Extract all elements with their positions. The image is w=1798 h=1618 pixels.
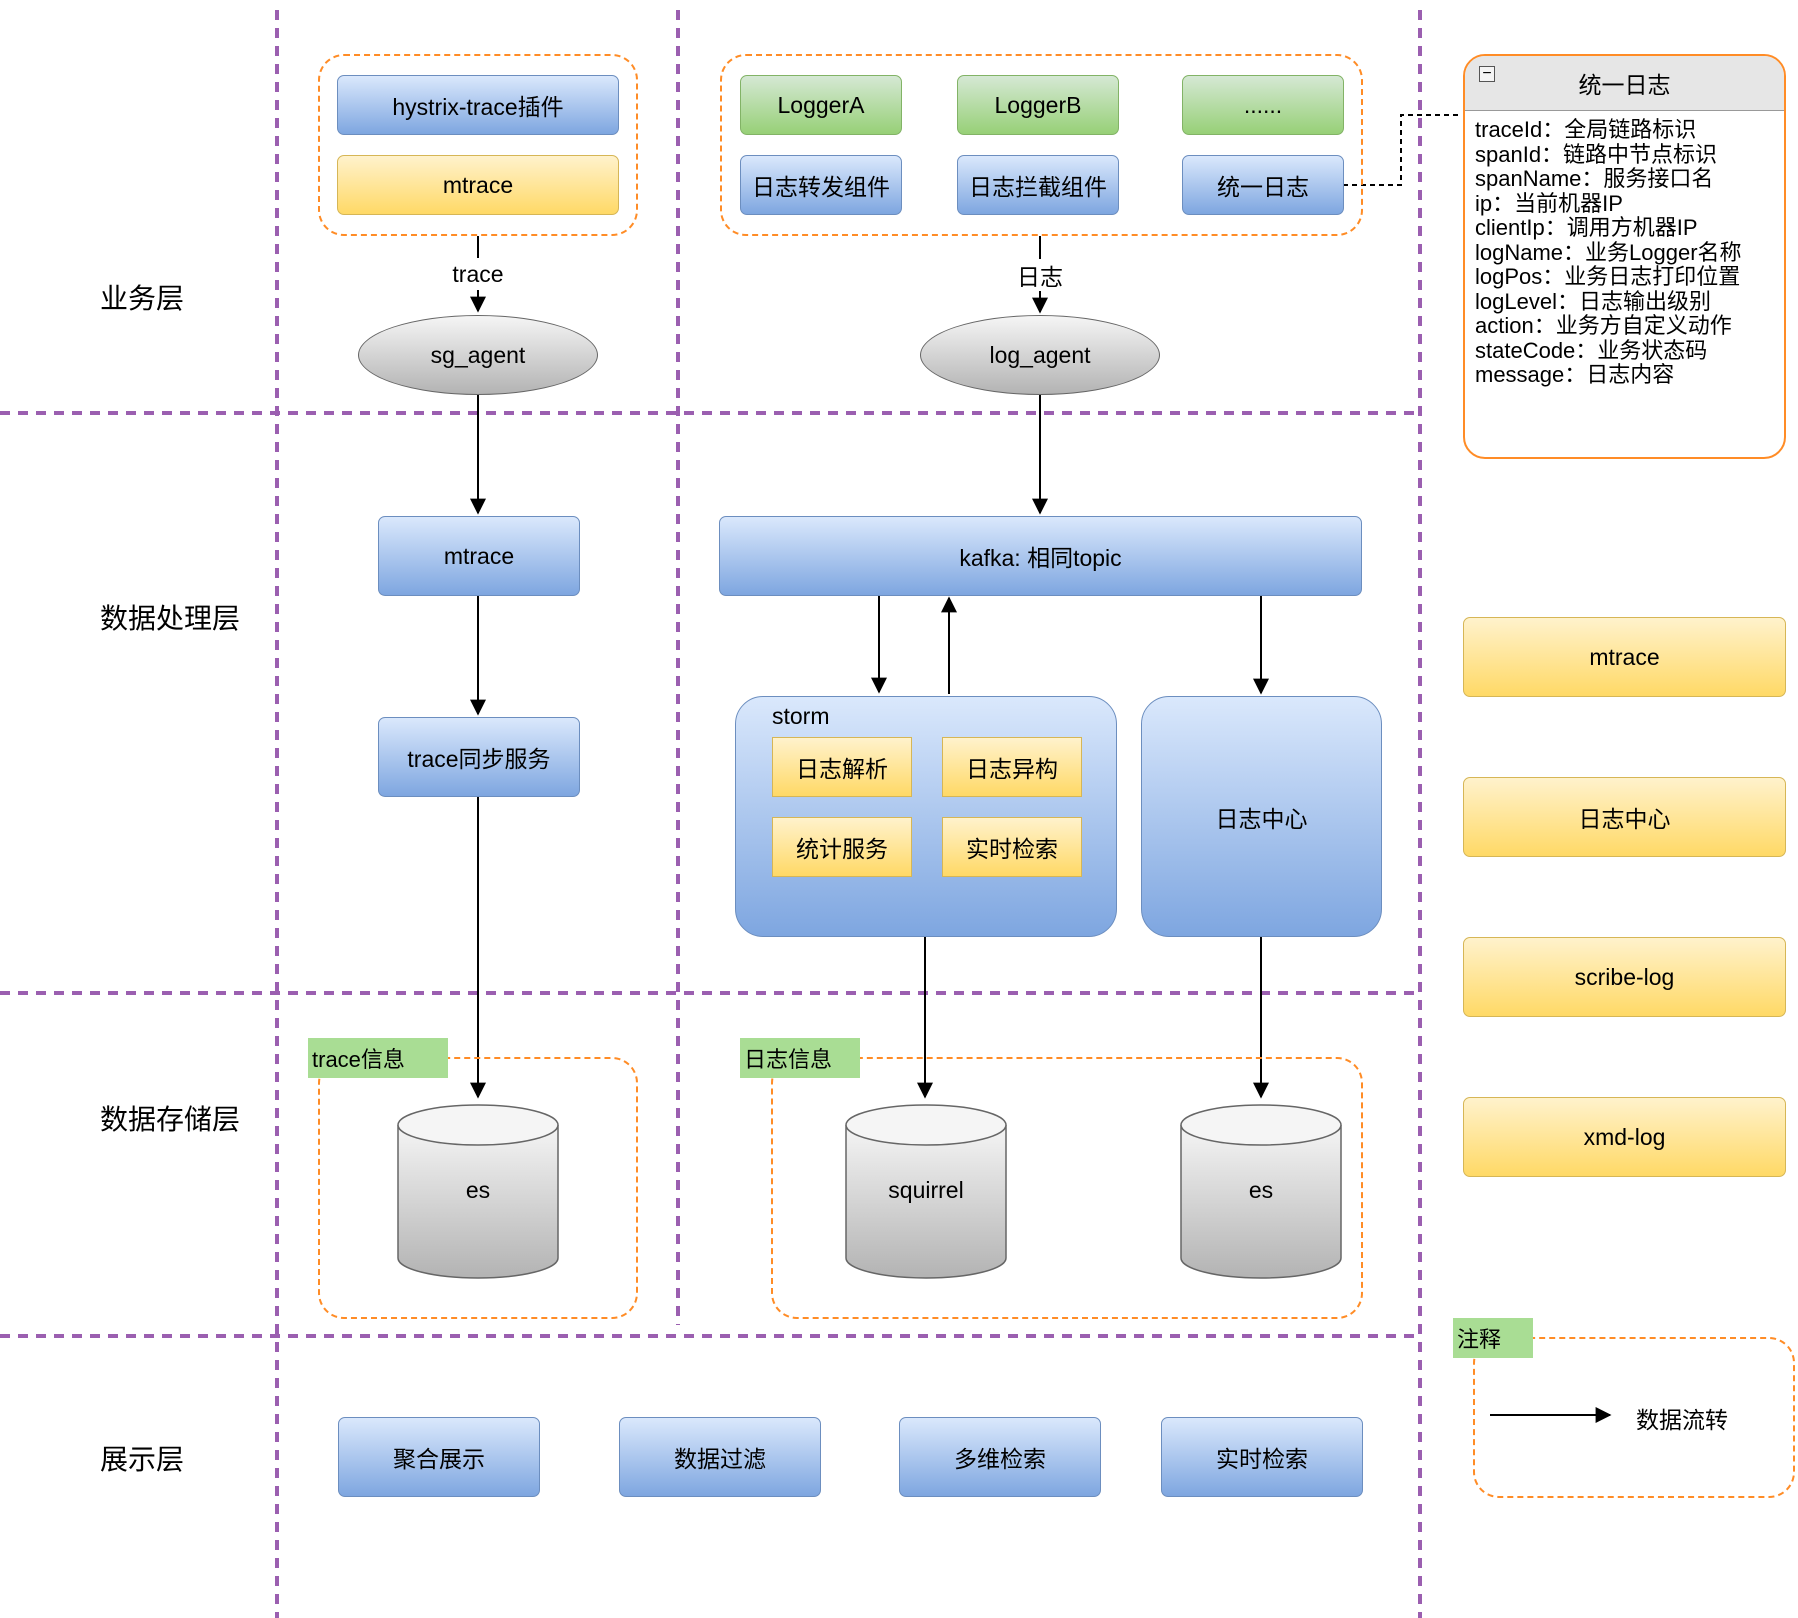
- unified-log-panel-title: 统一日志: [1578, 72, 1671, 98]
- note-arrow-label: 数据流转: [1636, 1407, 1728, 1433]
- edge-log-label: 日志: [1010, 260, 1070, 290]
- mtrace-node[interactable]: mtrace: [378, 516, 580, 596]
- legend-scribe-log[interactable]: scribe-log: [1463, 937, 1786, 1017]
- unified-log-panel[interactable]: 统一日志 − traceId：全局链路标识 spanId：链路中节点标识 spa…: [1463, 54, 1786, 459]
- log-center-node[interactable]: 日志中心: [1141, 696, 1382, 937]
- layer-label-display: 展示层: [100, 1444, 185, 1475]
- cylinder-squirrel: [845, 1104, 1007, 1279]
- cylinder-es-log: [1180, 1104, 1342, 1279]
- field-logname: logName：业务Logger名称: [1475, 239, 1742, 265]
- field-action: action：业务方自定义动作: [1475, 313, 1732, 338]
- hystrix-trace-node[interactable]: hystrix-trace插件: [337, 75, 619, 135]
- logger-b-node[interactable]: LoggerB: [957, 75, 1119, 135]
- storm-item-stats[interactable]: 统计服务: [772, 817, 912, 877]
- field-spanid: spanId：链路中节点标识: [1475, 141, 1718, 167]
- storm-container[interactable]: storm: [735, 696, 1117, 937]
- field-ip: ip：当前机器IP: [1475, 190, 1623, 216]
- squirrel-db[interactable]: squirrel: [888, 1176, 964, 1203]
- display-realtime-search[interactable]: 实时检索: [1161, 1417, 1363, 1497]
- legend-log-center[interactable]: 日志中心: [1463, 777, 1786, 857]
- unified-log-field-list: traceId：全局链路标识 spanId：链路中节点标识 spanName：服…: [1475, 117, 1784, 388]
- field-logpos: logPos：业务日志打印位置: [1475, 264, 1741, 289]
- field-loglevel: logLevel：日志输出级别: [1475, 288, 1711, 314]
- log-info-tag: 日志信息: [740, 1038, 860, 1078]
- storm-item-search[interactable]: 实时检索: [942, 817, 1082, 877]
- sg-agent-node[interactable]: sg_agent: [358, 315, 598, 395]
- logger-group: [720, 54, 1363, 236]
- logger-a-node[interactable]: LoggerA: [740, 75, 902, 135]
- mtrace-client-node[interactable]: mtrace: [337, 155, 619, 215]
- display-filter[interactable]: 数据过滤: [619, 1417, 821, 1497]
- field-clientip: clientIp：调用方机器IP: [1475, 215, 1698, 240]
- field-statecode: stateCode：业务状态码: [1475, 337, 1708, 363]
- collapse-icon[interactable]: −: [1479, 66, 1495, 82]
- trace-info-tag: trace信息: [308, 1038, 448, 1078]
- trace-plugin-group: [318, 54, 638, 236]
- unified-log-node[interactable]: 统一日志: [1182, 155, 1344, 215]
- layer-label-processing: 数据处理层: [100, 603, 241, 634]
- es-log-db[interactable]: es: [1248, 1176, 1274, 1203]
- logger-more-node[interactable]: ......: [1182, 75, 1344, 135]
- edge-trace-label: trace: [438, 259, 518, 289]
- display-multi-search[interactable]: 多维检索: [899, 1417, 1101, 1497]
- layer-label-business: 业务层: [100, 283, 185, 314]
- edge-unified-log-link: [1343, 114, 1462, 186]
- kafka-node[interactable]: kafka: 相同topic: [719, 516, 1362, 596]
- field-message: message：日志内容: [1475, 362, 1675, 387]
- trace-info-group: [318, 1057, 638, 1319]
- note-box: [1473, 1337, 1795, 1498]
- log-forward-node[interactable]: 日志转发组件: [740, 155, 902, 215]
- note-tag: 注释: [1453, 1318, 1533, 1358]
- storm-label: storm: [772, 703, 830, 729]
- log-info-group: [771, 1057, 1363, 1319]
- es-trace-db[interactable]: es: [465, 1176, 491, 1203]
- storm-item-hetero[interactable]: 日志异构: [942, 737, 1082, 797]
- layer-label-storage: 数据存储层: [100, 1104, 241, 1135]
- storm-item-parse[interactable]: 日志解析: [772, 737, 912, 797]
- log-agent-node[interactable]: log_agent: [920, 315, 1160, 395]
- cylinder-es-trace: [397, 1104, 559, 1279]
- legend-mtrace[interactable]: mtrace: [1463, 617, 1786, 697]
- unified-log-panel-header: 统一日志: [1465, 56, 1784, 111]
- display-aggregate[interactable]: 聚合展示: [338, 1417, 540, 1497]
- trace-sync-node[interactable]: trace同步服务: [378, 717, 580, 797]
- legend-xmd-log[interactable]: xmd-log: [1463, 1097, 1786, 1177]
- field-traceid: traceId：全局链路标识: [1475, 117, 1697, 142]
- field-spanname: spanName：服务接口名: [1475, 166, 1714, 191]
- log-intercept-node[interactable]: 日志拦截组件: [957, 155, 1119, 215]
